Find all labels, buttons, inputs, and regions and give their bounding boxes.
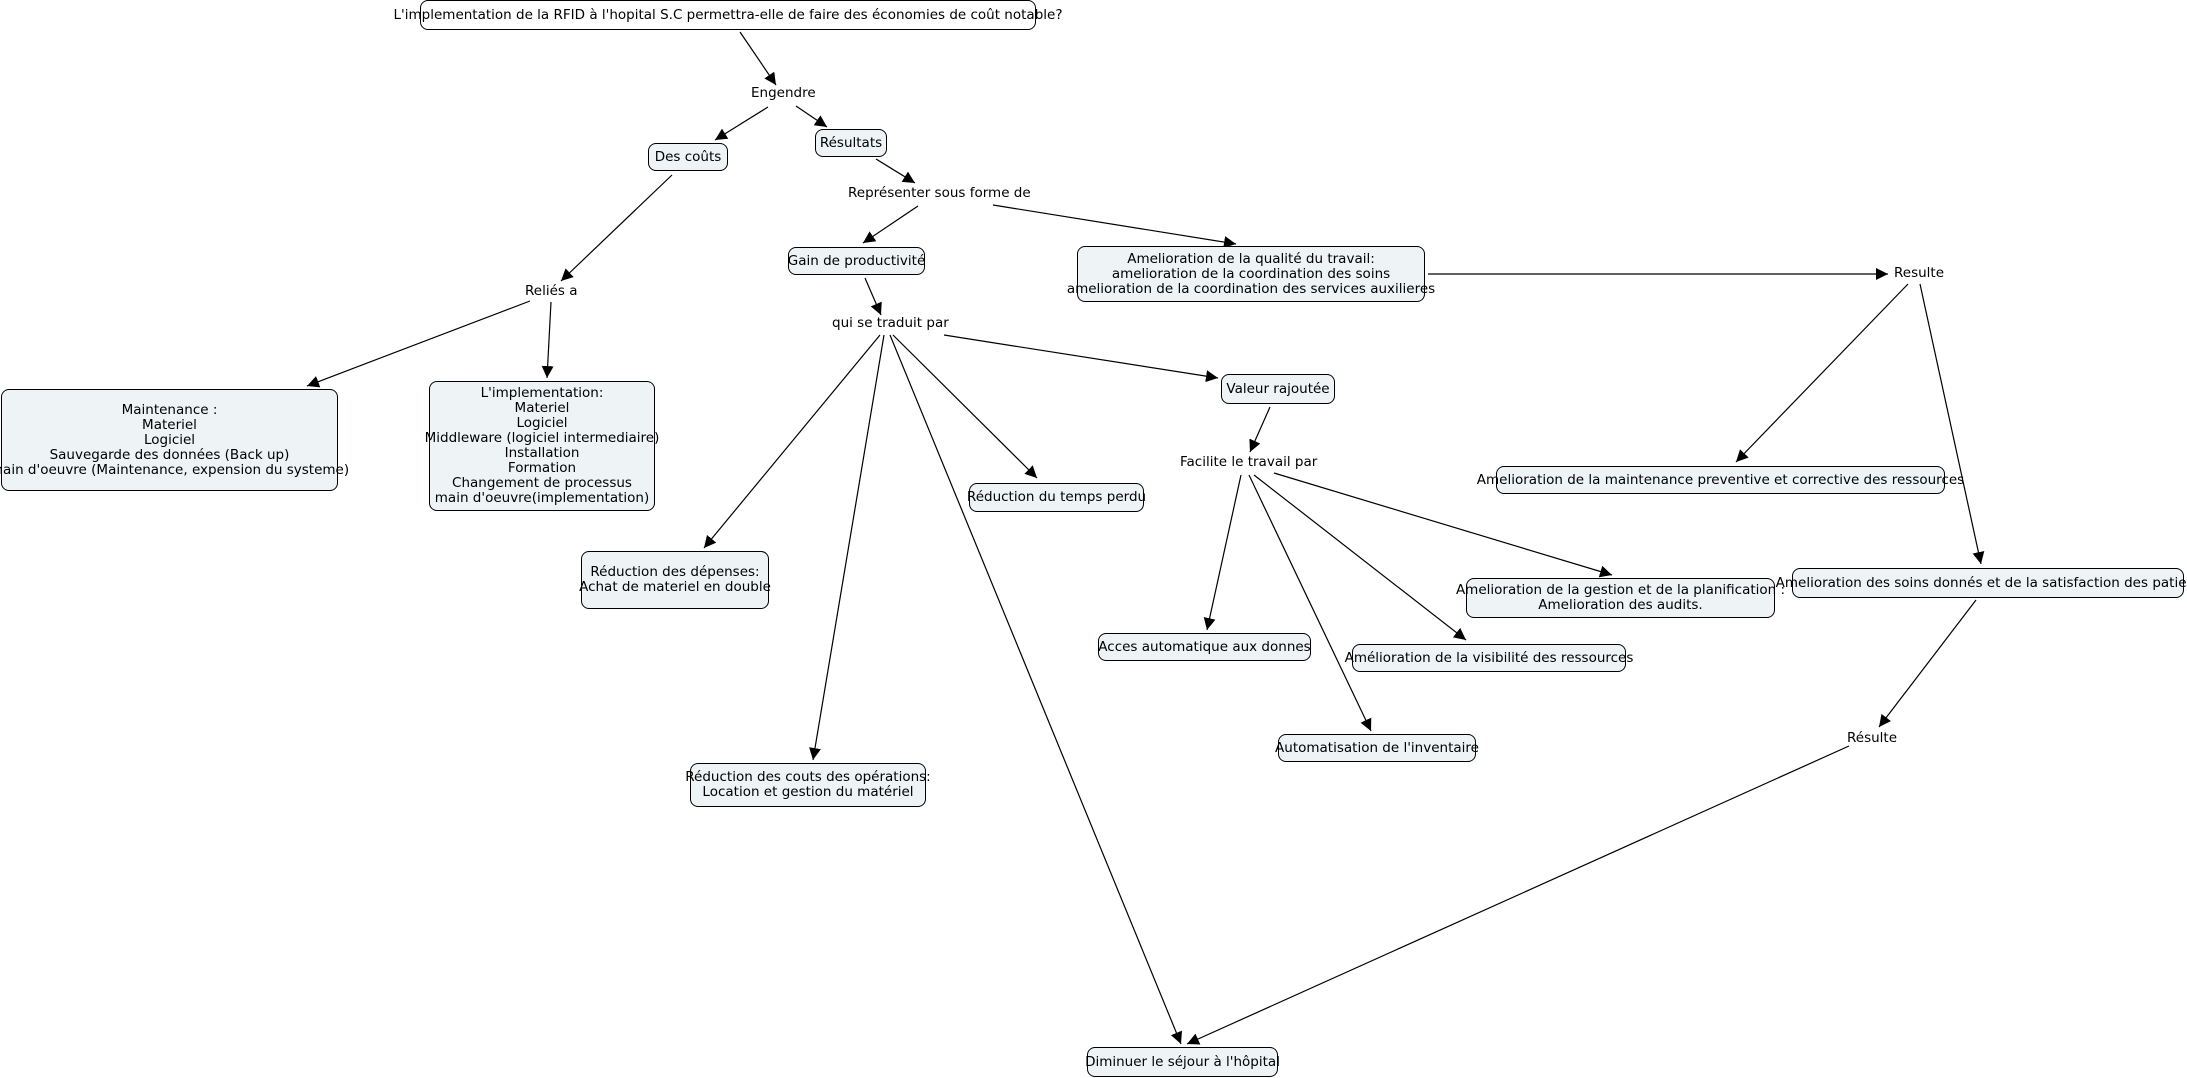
management-planning-node[interactable]: Amelioration de la gestion et de la plan…	[1456, 578, 1785, 618]
node-text-line: main d'oeuvre (Maintenance, expension du…	[0, 461, 350, 478]
node-text-line: Location et gestion du matériel	[702, 784, 914, 800]
node-text-line: amelioration de la coordination des serv…	[1066, 280, 1436, 297]
node-text-line: Amelioration des soins donnés et de la s…	[1775, 574, 2187, 591]
link-relies-a: Reliés a	[525, 283, 578, 299]
expense-reduction-node[interactable]: Réduction des dépenses:Achat de materiel…	[579, 551, 771, 609]
node-text-line: Des coûts	[654, 148, 722, 165]
arrow-results-to-representer	[875, 158, 916, 184]
inventory-automation-node[interactable]: Automatisation de l'inventaire	[1275, 734, 1479, 762]
added-value-node[interactable]: Valeur rajoutée	[1221, 374, 1335, 404]
arrow-resulte-to-maintenance	[1735, 283, 1909, 463]
node-text-line: Middleware (logiciel intermediaire)	[424, 430, 660, 446]
arrow-facilite-to-visibility	[1253, 474, 1467, 641]
work-quality-node[interactable]: Amelioration de la qualité du travail:am…	[1067, 246, 1435, 302]
node-text-line: Materiel	[514, 400, 570, 416]
costs-node[interactable]: Des coûts	[648, 143, 728, 171]
node-text-line: Maintenance :	[121, 401, 218, 418]
node-text-line: Logiciel	[143, 431, 196, 448]
preventive-maintenance-node[interactable]: Amelioration de la maintenance preventiv…	[1477, 466, 1964, 494]
arrow-traduit-to-operations	[809, 334, 885, 761]
node-text-line: L'implementation de la RFID à l'hopital …	[393, 6, 1063, 23]
node-text-line: Sauvegarde des données (Back up)	[49, 446, 290, 463]
arrow-added-value-to-facilite	[1249, 406, 1271, 453]
arrow-facilite-to-inventory	[1248, 474, 1372, 732]
node-text-line: Acces automatique aux donnes	[1098, 638, 1311, 655]
arrow-relies-to-implementation	[541, 301, 554, 379]
arrow-care-to-resulte	[1878, 599, 1977, 728]
node-text-line: Résultats	[819, 134, 883, 151]
node-text-line: amelioration de la coordination des soin…	[1111, 265, 1391, 282]
arrow-relies-to-maintenance	[306, 300, 531, 388]
shorter-stay-node[interactable]: Diminuer le séjour à l'hôpital	[1085, 1047, 1280, 1077]
arrow-traduit-to-expenses	[703, 334, 881, 549]
care-satisfaction-node[interactable]: Amelioration des soins donnés et de la s…	[1776, 568, 2187, 598]
node-text-line: Amelioration de la maintenance preventiv…	[1476, 471, 1965, 488]
link-representer: Représenter sous forme de	[848, 185, 1031, 201]
node-text-line: Automatisation de l'inventaire	[1275, 739, 1479, 756]
link-engendre: Engendre	[751, 85, 816, 101]
node-text-line: Amélioration de la visibilité des ressou…	[1344, 649, 1634, 666]
node-text-line: Valeur rajoutée	[1226, 380, 1330, 397]
arrow-productivity-to-traduit	[864, 277, 882, 316]
arrow-engendre-to-costs	[714, 106, 769, 141]
node-text-line: Diminuer le séjour à l'hôpital	[1085, 1053, 1280, 1070]
arrow-facilite-to-access	[1203, 474, 1242, 631]
arrow-resulte-to-care	[1919, 283, 1985, 565]
node-text-line: Achat de materiel en double	[579, 579, 771, 595]
node-text-line: Gain de productivité	[787, 252, 926, 269]
node-text-line: Formation	[507, 460, 577, 476]
resource-visibility-node[interactable]: Amélioration de la visibilité des ressou…	[1345, 644, 1633, 672]
arrow-representer-to-productivity	[862, 205, 919, 244]
arrow-traduit-to-added-value	[943, 334, 1219, 383]
automatic-data-access-node[interactable]: Acces automatique aux donnes	[1098, 633, 1311, 661]
operation-cost-reduction-node[interactable]: Réduction des couts des opérations:Locat…	[685, 763, 931, 807]
node-text-line: Materiel	[142, 416, 197, 433]
arrow-engendre-to-results	[795, 105, 828, 128]
node-text-line: main d'oeuvre(implementation)	[434, 490, 650, 506]
node-text-line: Amelioration de la gestion et de la plan…	[1455, 582, 1786, 598]
node-text-line: Logiciel	[516, 415, 568, 431]
arrow-traduit-to-lost-time	[892, 334, 1038, 479]
node-text-line: Changement de processus	[452, 475, 632, 491]
link-traduit: qui se traduit par	[832, 315, 949, 331]
productivity-gain-node[interactable]: Gain de productivité	[788, 247, 925, 275]
node-text-line: L'implementation:	[480, 385, 604, 401]
arrow-costs-to-relies	[560, 174, 673, 282]
arrow-root-to-engendre	[739, 31, 777, 86]
arrow-facilite-to-management	[1273, 472, 1613, 578]
link-resulte-2: Résulte	[1847, 730, 1898, 746]
node-text-line: Installation	[504, 445, 580, 461]
node-text-line: Réduction du temps perdu	[966, 489, 1147, 505]
node-text-line: Amelioration des audits.	[1538, 597, 1703, 613]
node-text-line: Amelioration de la qualité du travail:	[1127, 250, 1375, 267]
node-text-line: Réduction des dépenses:	[590, 564, 760, 580]
lost-time-reduction-node[interactable]: Réduction du temps perdu	[966, 483, 1147, 512]
node-text-line: Réduction des couts des opérations:	[685, 769, 931, 785]
link-facilite: Facilite le travail par	[1180, 454, 1318, 470]
link-resulte-1: Resulte	[1894, 265, 1945, 281]
arrow-traduit-to-stay	[889, 334, 1182, 1045]
arrow-representer-to-quality	[992, 204, 1237, 249]
question-node[interactable]: L'implementation de la RFID à l'hopital …	[394, 0, 1062, 30]
arrow-resulte-to-stay	[1186, 745, 1850, 1045]
results-node[interactable]: Résultats	[815, 129, 887, 157]
